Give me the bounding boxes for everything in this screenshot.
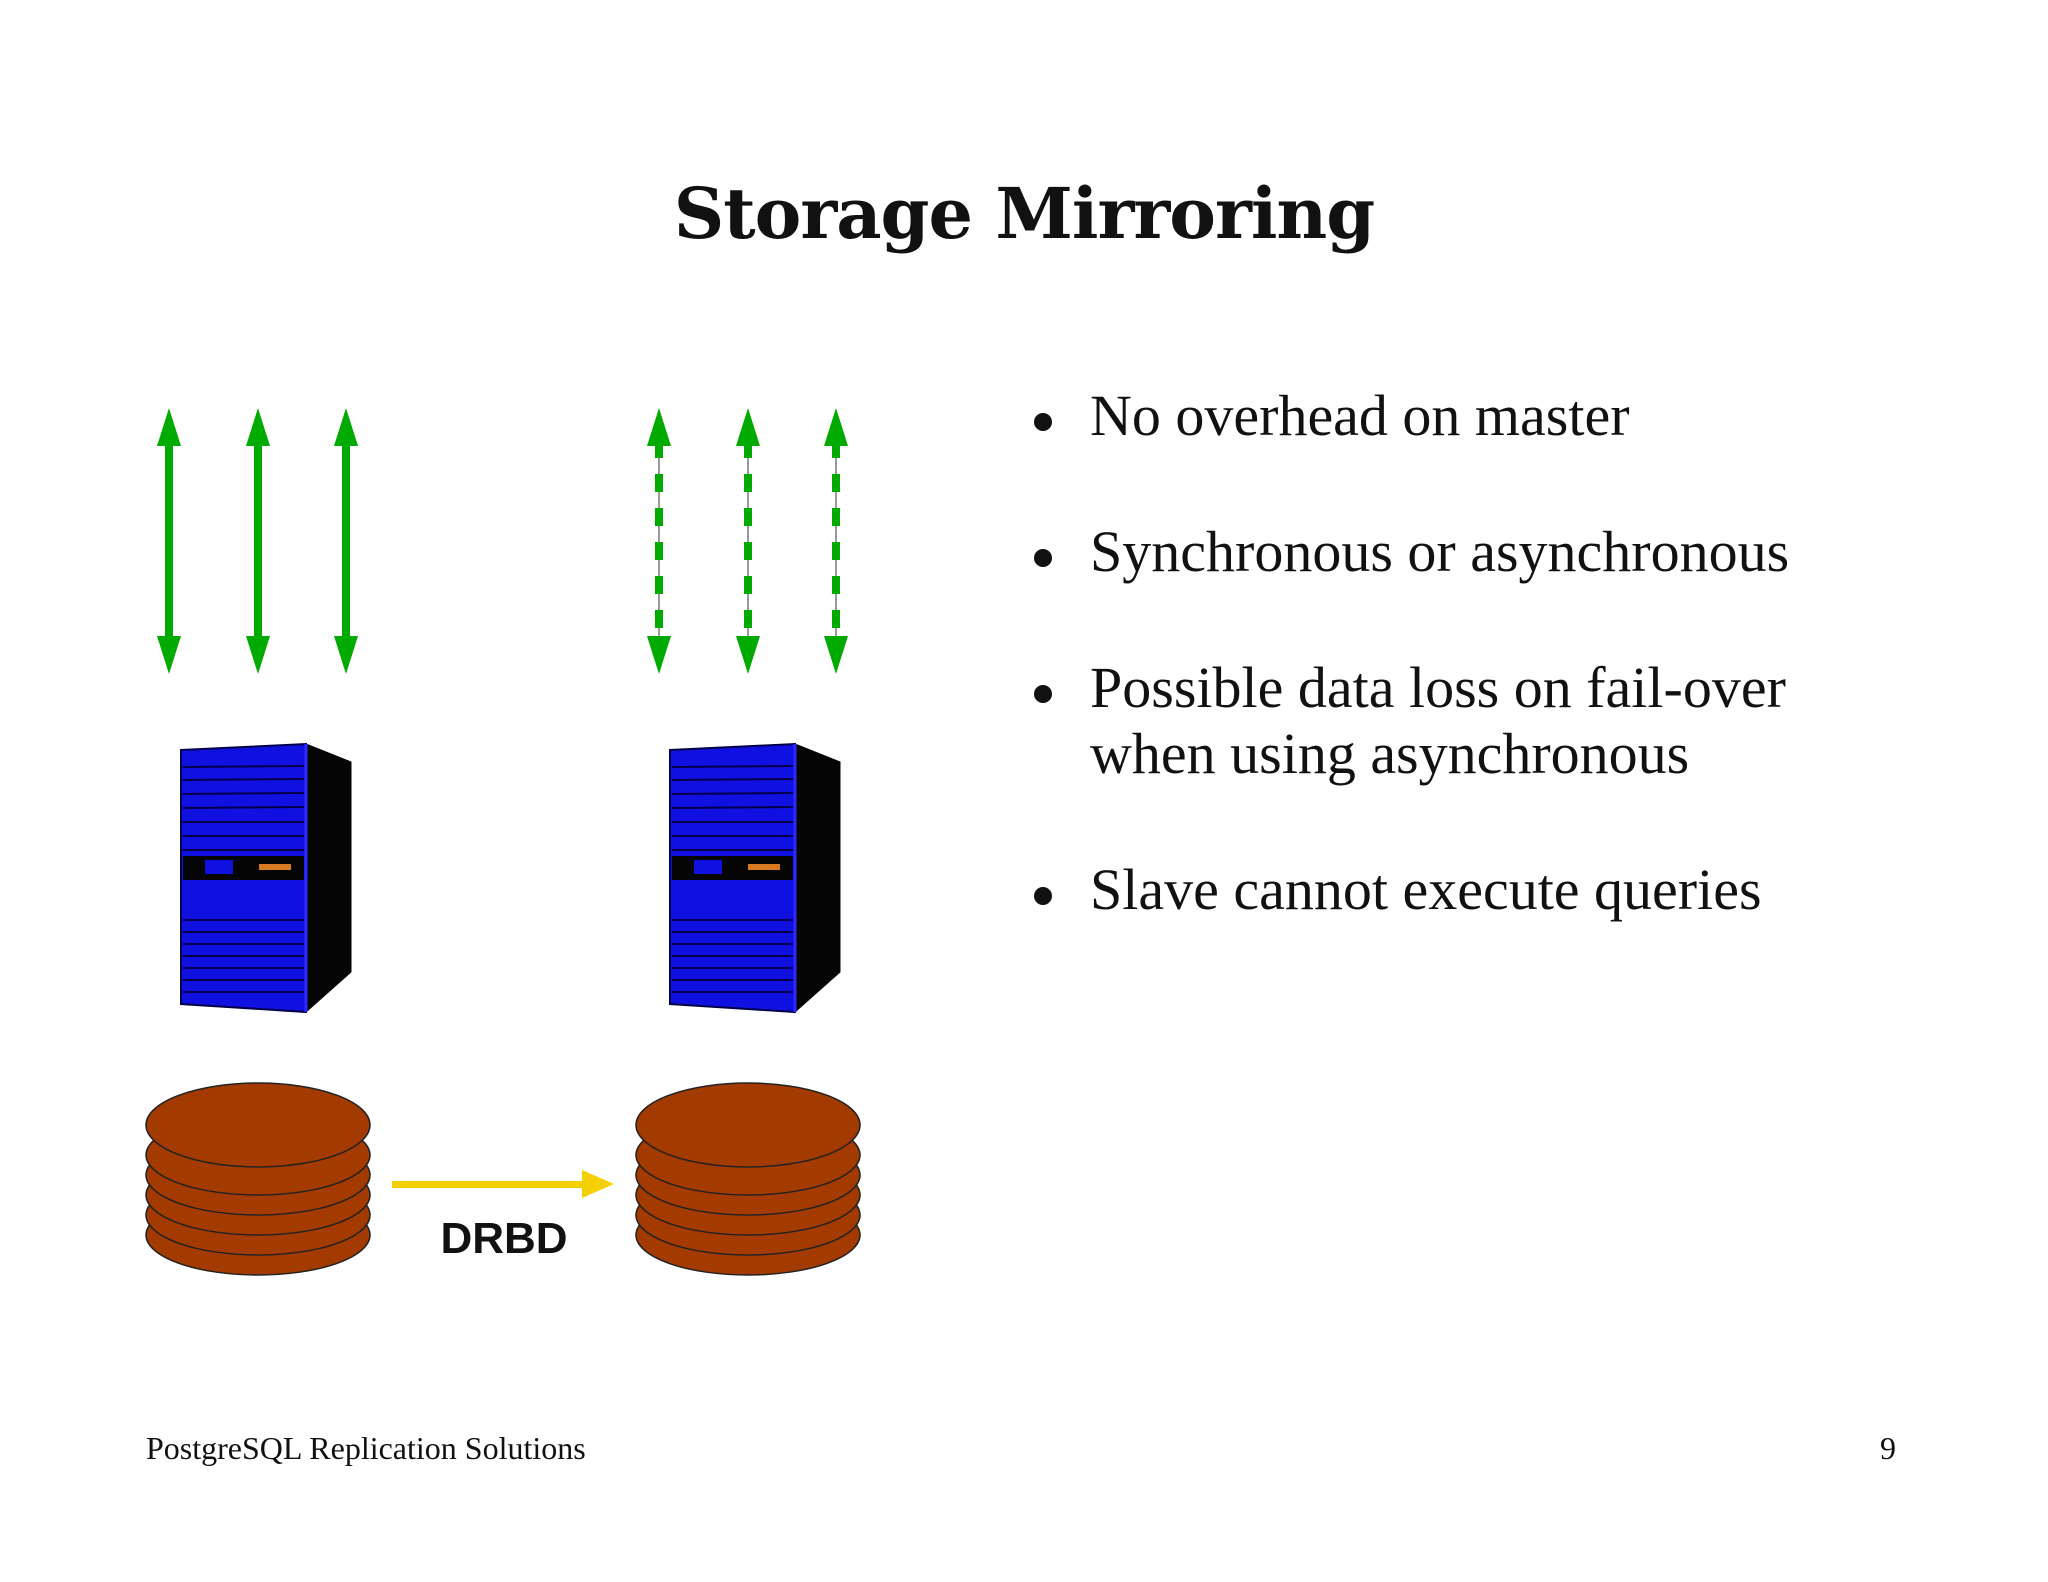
master-client-arrows xyxy=(157,408,358,674)
slave-disk-stack-icon xyxy=(635,1082,861,1276)
bullet-text: Possible data loss on fail-over xyxy=(1090,655,1786,720)
bullet-dot-icon xyxy=(1034,549,1052,567)
bullet-text: No overhead on master xyxy=(1090,383,1630,448)
slave-arrow-1 xyxy=(647,408,671,674)
bullet-text: Synchronous or asynchronous xyxy=(1090,519,1790,584)
master-server-icon xyxy=(179,742,353,1014)
bullet-item: Possible data loss on fail-over when usi… xyxy=(1030,655,1990,787)
bullet-dot-icon xyxy=(1034,685,1052,703)
bullet-item: Synchronous or asynchronous xyxy=(1030,519,1990,585)
master-arrow-3 xyxy=(334,408,358,674)
footer-title: PostgreSQL Replication Solutions xyxy=(146,1430,586,1466)
drbd-replication-arrow xyxy=(392,1170,614,1198)
drbd-label: DRBD xyxy=(440,1214,567,1263)
bullet-text-continuation: when using asynchronous xyxy=(1090,721,1690,786)
master-arrow-1 xyxy=(157,408,181,674)
master-arrow-2 xyxy=(246,408,270,674)
bullet-item: No overhead on master xyxy=(1030,383,1990,449)
master-disk-stack-icon xyxy=(145,1082,371,1276)
slave-arrow-3 xyxy=(824,408,848,674)
slave-server-icon xyxy=(668,742,842,1014)
page-number: 9 xyxy=(1880,1430,1896,1466)
slave-arrow-2 xyxy=(736,408,760,674)
bullet-list: No overhead on master Synchronous or asy… xyxy=(1030,383,1990,993)
bullet-dot-icon xyxy=(1034,413,1052,431)
bullet-dot-icon xyxy=(1034,887,1052,905)
slide-title: Storage Mirroring xyxy=(673,172,1376,255)
bullet-item: Slave cannot execute queries xyxy=(1030,857,1990,923)
bullet-text: Slave cannot execute queries xyxy=(1090,857,1762,922)
slave-client-arrows xyxy=(647,408,848,674)
